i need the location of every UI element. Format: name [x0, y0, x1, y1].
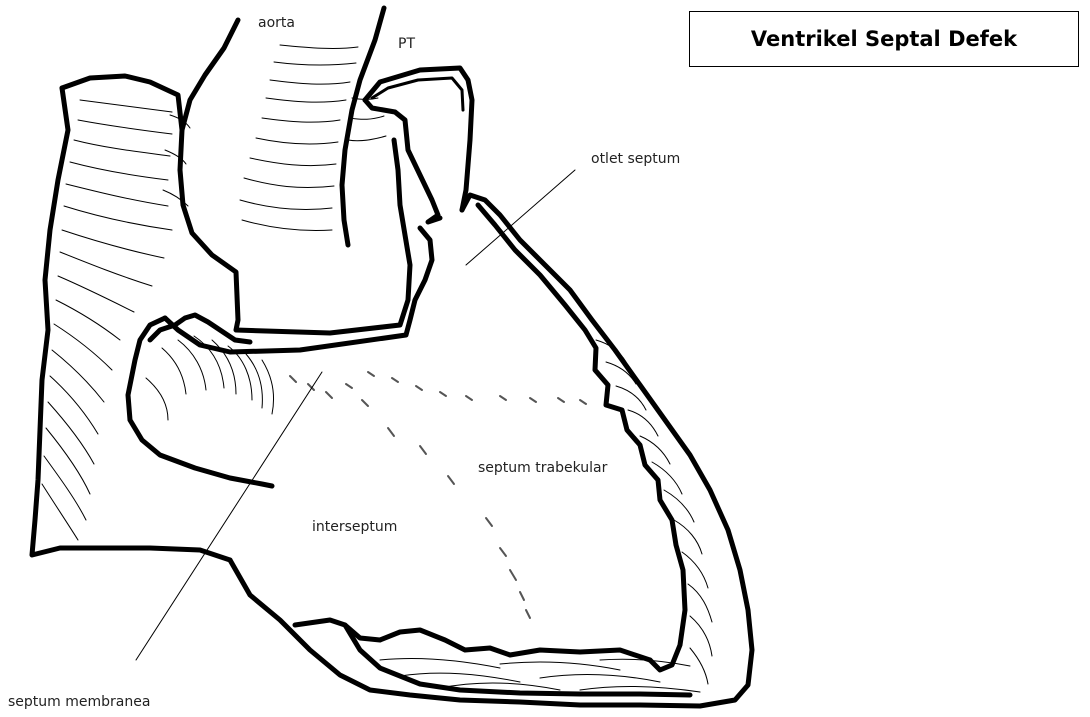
label-aorta: aorta [258, 15, 295, 31]
membranous-septum-leader [136, 372, 322, 660]
outlet-septum-leader [466, 170, 575, 265]
pulmonary-trunk [165, 68, 472, 352]
label-pulmonary-trunk: PT [398, 36, 415, 52]
aorta-vessel [163, 8, 410, 333]
label-outlet-septum: otlet septum [591, 151, 680, 167]
label-membranous-septum: septum membranea [8, 694, 150, 710]
left-ventricle [230, 195, 752, 706]
label-trabecular-septum: septum trabekular [478, 460, 608, 476]
label-interseptum: interseptum [312, 519, 397, 535]
septal-dashes [290, 372, 586, 618]
right-ventricle-inner [128, 315, 274, 486]
